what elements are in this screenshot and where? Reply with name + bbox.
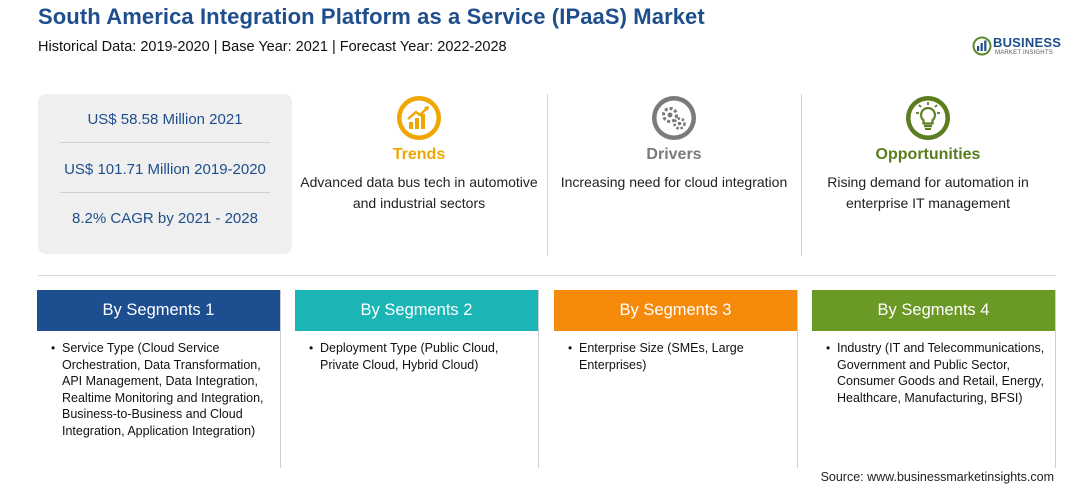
factor-title-opportunities: Opportunities bbox=[875, 146, 981, 163]
stat-divider bbox=[60, 142, 270, 143]
logo-wordmark: BUSINESS bbox=[993, 35, 1062, 50]
segment-header-3: By Segments 3 bbox=[554, 290, 797, 331]
segment-list-1: Service Type (Cloud Service Orchestratio… bbox=[37, 340, 280, 440]
segment-card-2: By Segments 2 Deployment Type (Public Cl… bbox=[295, 290, 539, 468]
segment-item: Deployment Type (Public Cloud, Private C… bbox=[309, 340, 538, 373]
segment-header-1: By Segments 1 bbox=[37, 290, 280, 331]
factor-title-drivers: Drivers bbox=[646, 146, 702, 163]
segment-list-4: Industry (IT and Telecommunications, Gov… bbox=[812, 340, 1055, 406]
factor-opportunities: Opportunities Rising demand for automati… bbox=[803, 94, 1053, 214]
growth-chart-icon bbox=[397, 96, 441, 140]
segment-card-4: By Segments 4 Industry (IT and Telecommu… bbox=[812, 290, 1056, 468]
factor-trends: Trends Advanced data bus tech in automot… bbox=[294, 94, 544, 214]
lightbulb-icon bbox=[906, 96, 950, 140]
source-note: Source: www.businessmarketinsights.com bbox=[820, 470, 1054, 484]
logo-tagline: MARKET INSIGHTS bbox=[995, 50, 1053, 56]
stat-cagr: 8.2% CAGR by 2021 - 2028 bbox=[72, 210, 258, 227]
gears-icon bbox=[652, 96, 696, 140]
segment-item: Service Type (Cloud Service Orchestratio… bbox=[51, 340, 280, 440]
page-title: South America Integration Platform as a … bbox=[38, 4, 705, 29]
segment-item: Enterprise Size (SMEs, Large Enterprises… bbox=[568, 340, 797, 373]
logo-globe-icon bbox=[972, 36, 992, 56]
segment-card-1: By Segments 1 Service Type (Cloud Servic… bbox=[37, 290, 281, 468]
segment-header-4: By Segments 4 bbox=[812, 290, 1055, 331]
factor-title-trends: Trends bbox=[392, 146, 446, 163]
stat-market-size-2021: US$ 58.58 Million 2021 bbox=[87, 111, 243, 128]
stat-historical-value: US$ 101.71 Million 2019-2020 bbox=[64, 161, 266, 178]
key-stats-panel: US$ 58.58 Million 2021 US$ 101.71 Millio… bbox=[38, 94, 292, 254]
stat-divider bbox=[60, 192, 270, 193]
segment-header-2: By Segments 2 bbox=[295, 290, 538, 331]
page-subtitle: Historical Data: 2019-2020 | Base Year: … bbox=[38, 39, 507, 55]
company-logo: BUSINESS MARKET INSIGHTS bbox=[972, 34, 1062, 60]
segment-card-3: By Segments 3 Enterprise Size (SMEs, Lar… bbox=[554, 290, 798, 468]
factor-divider bbox=[801, 94, 802, 256]
factor-desc-drivers: Increasing need for cloud integration bbox=[560, 174, 788, 190]
factor-drivers: Drivers Increasing need for cloud integr… bbox=[549, 94, 799, 193]
factor-desc-opportunities: Rising demand for automation in enterpri… bbox=[827, 174, 1029, 211]
segment-item: Industry (IT and Telecommunications, Gov… bbox=[826, 340, 1055, 406]
section-divider bbox=[38, 275, 1056, 276]
segment-list-3: Enterprise Size (SMEs, Large Enterprises… bbox=[554, 340, 797, 373]
factor-divider bbox=[547, 94, 548, 256]
factor-desc-trends: Advanced data bus tech in automotive and… bbox=[300, 174, 538, 211]
segment-list-2: Deployment Type (Public Cloud, Private C… bbox=[295, 340, 538, 373]
